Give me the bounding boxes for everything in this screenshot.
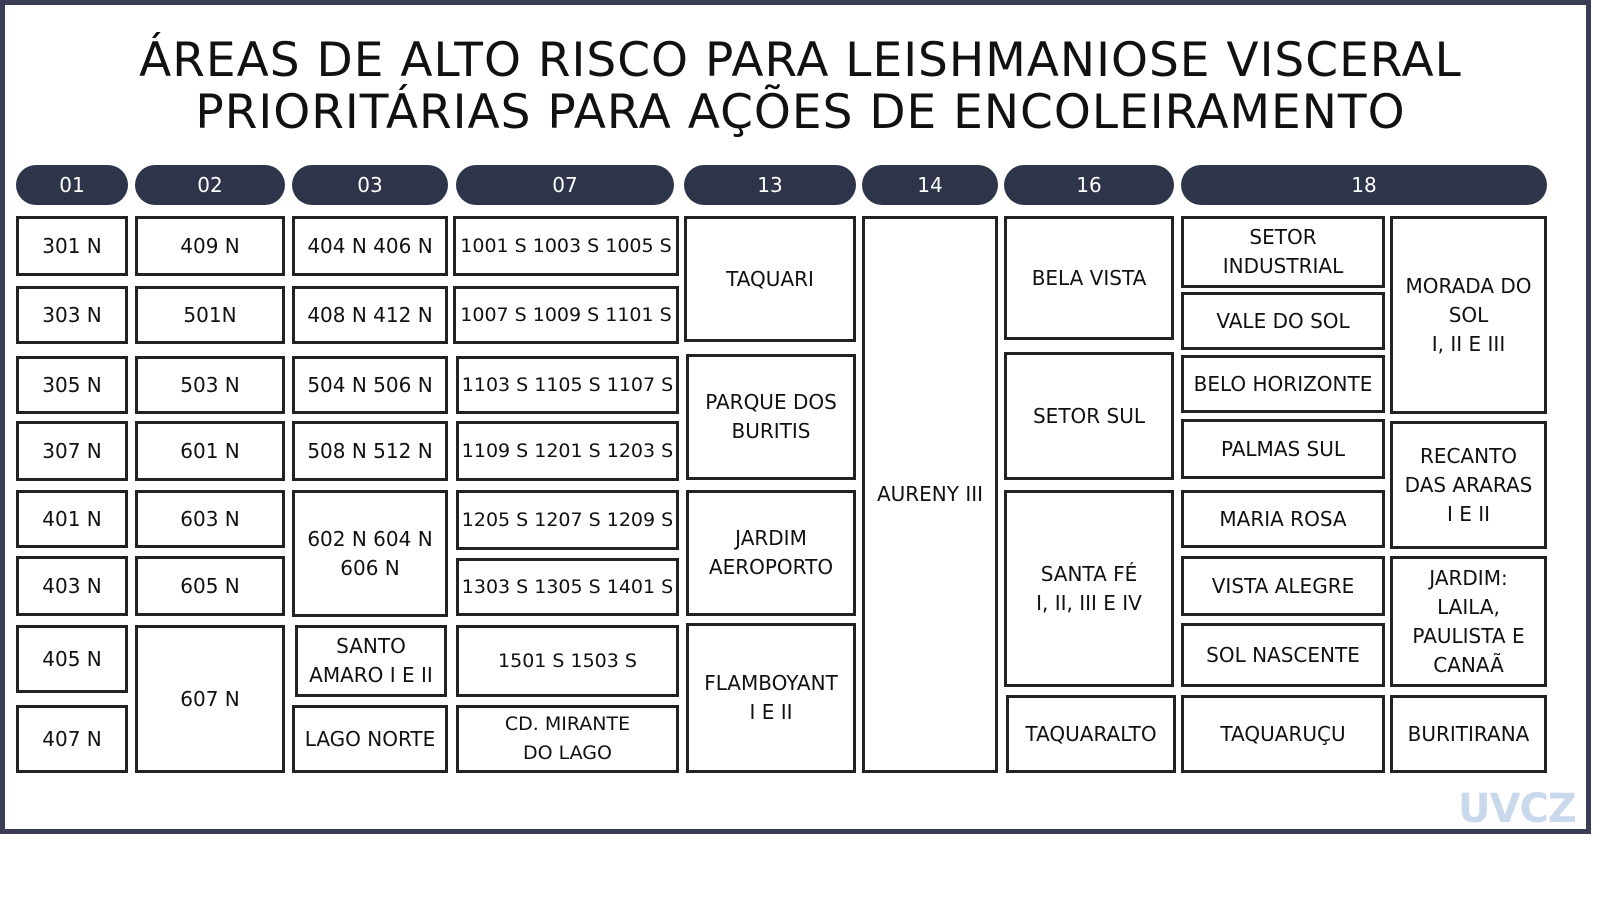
area-cell: 305 N <box>16 356 128 414</box>
area-cell: 407 N <box>16 705 128 773</box>
area-cell: AURENY III <box>862 216 998 773</box>
area-cell: PARQUE DOS BURITIS <box>686 354 856 480</box>
column-header-07: 07 <box>456 165 674 205</box>
area-cell: PALMAS SUL <box>1181 419 1385 479</box>
area-cell: 1501 S 1503 S <box>456 625 679 697</box>
area-cell: FLAMBOYANT I E II <box>686 623 856 773</box>
area-cell: 508 N 512 N <box>292 421 448 481</box>
area-cell: JARDIM: LAILA, PAULISTA E CANAÃ <box>1390 556 1547 687</box>
area-cell: JARDIM AEROPORTO <box>686 490 856 616</box>
area-cell: SANTA FÉ I, II, III E IV <box>1004 490 1174 687</box>
area-cell: BELO HORIZONTE <box>1181 355 1385 413</box>
area-cell: 503 N <box>135 356 285 414</box>
column-header-16: 16 <box>1004 165 1174 205</box>
area-cell: 605 N <box>135 556 285 616</box>
area-cell: 404 N 406 N <box>292 216 448 276</box>
area-cell: TAQUARALTO <box>1006 695 1176 773</box>
area-cell: TAQUARUÇU <box>1181 695 1385 773</box>
column-header-01: 01 <box>16 165 128 205</box>
area-cell: SOL NASCENTE <box>1181 623 1385 687</box>
area-cell: 1007 S 1009 S 1101 S <box>453 286 679 344</box>
area-cell: SETOR SUL <box>1004 352 1174 480</box>
area-cell: 603 N <box>135 490 285 548</box>
area-cell: 1205 S 1207 S 1209 S <box>456 490 679 550</box>
area-cell: VISTA ALEGRE <box>1181 556 1385 616</box>
area-cell: 504 N 506 N <box>292 356 448 414</box>
column-header-14: 14 <box>862 165 998 205</box>
area-cell: 607 N <box>135 625 285 773</box>
area-cell: 1001 S 1003 S 1005 S <box>453 216 679 276</box>
area-cell: TAQUARI <box>684 216 856 342</box>
area-cell: VALE DO SOL <box>1181 292 1385 350</box>
area-cell: 1303 S 1305 S 1401 S <box>456 558 679 616</box>
area-cell: 405 N <box>16 625 128 693</box>
area-cell: 1103 S 1105 S 1107 S <box>456 356 679 414</box>
area-cell: BURITIRANA <box>1390 695 1547 773</box>
column-header-02: 02 <box>135 165 285 205</box>
area-cell: 501N <box>135 286 285 344</box>
area-cell: MORADA DO SOL I, II E III <box>1390 216 1547 414</box>
area-cell: 1109 S 1201 S 1203 S <box>456 421 679 481</box>
area-cell: MARIA ROSA <box>1181 490 1385 548</box>
area-cell: 401 N <box>16 490 128 548</box>
column-header-03: 03 <box>292 165 448 205</box>
area-cell: CD. MIRANTE DO LAGO <box>456 705 679 773</box>
area-cell: BELA VISTA <box>1004 216 1174 340</box>
area-cell: 601 N <box>135 421 285 481</box>
area-cell: 408 N 412 N <box>292 286 448 344</box>
title-line-2: PRIORITÁRIAS PARA AÇÕES DE ENCOLEIRAMENT… <box>195 85 1406 140</box>
area-cell: 307 N <box>16 421 128 481</box>
title-line-1: ÁREAS DE ALTO RISCO PARA LEISHMANIOSE VI… <box>139 33 1462 88</box>
column-header-13: 13 <box>684 165 856 205</box>
area-cell: 409 N <box>135 216 285 276</box>
area-cell: LAGO NORTE <box>292 705 448 773</box>
area-cell: RECANTO DAS ARARAS I E II <box>1390 421 1547 549</box>
area-cell: SETOR INDUSTRIAL <box>1181 216 1385 288</box>
area-cell: 303 N <box>16 286 128 344</box>
uvcz-logo: UVCZ <box>1458 786 1577 832</box>
area-cell: 602 N 604 N 606 N <box>292 490 448 617</box>
area-cell: 301 N <box>16 216 128 276</box>
page-title: ÁREAS DE ALTO RISCO PARA LEISHMANIOSE VI… <box>5 35 1596 139</box>
column-header-18: 18 <box>1181 165 1547 205</box>
area-cell: 403 N <box>16 556 128 616</box>
area-cell: SANTO AMARO I E II <box>295 625 447 697</box>
